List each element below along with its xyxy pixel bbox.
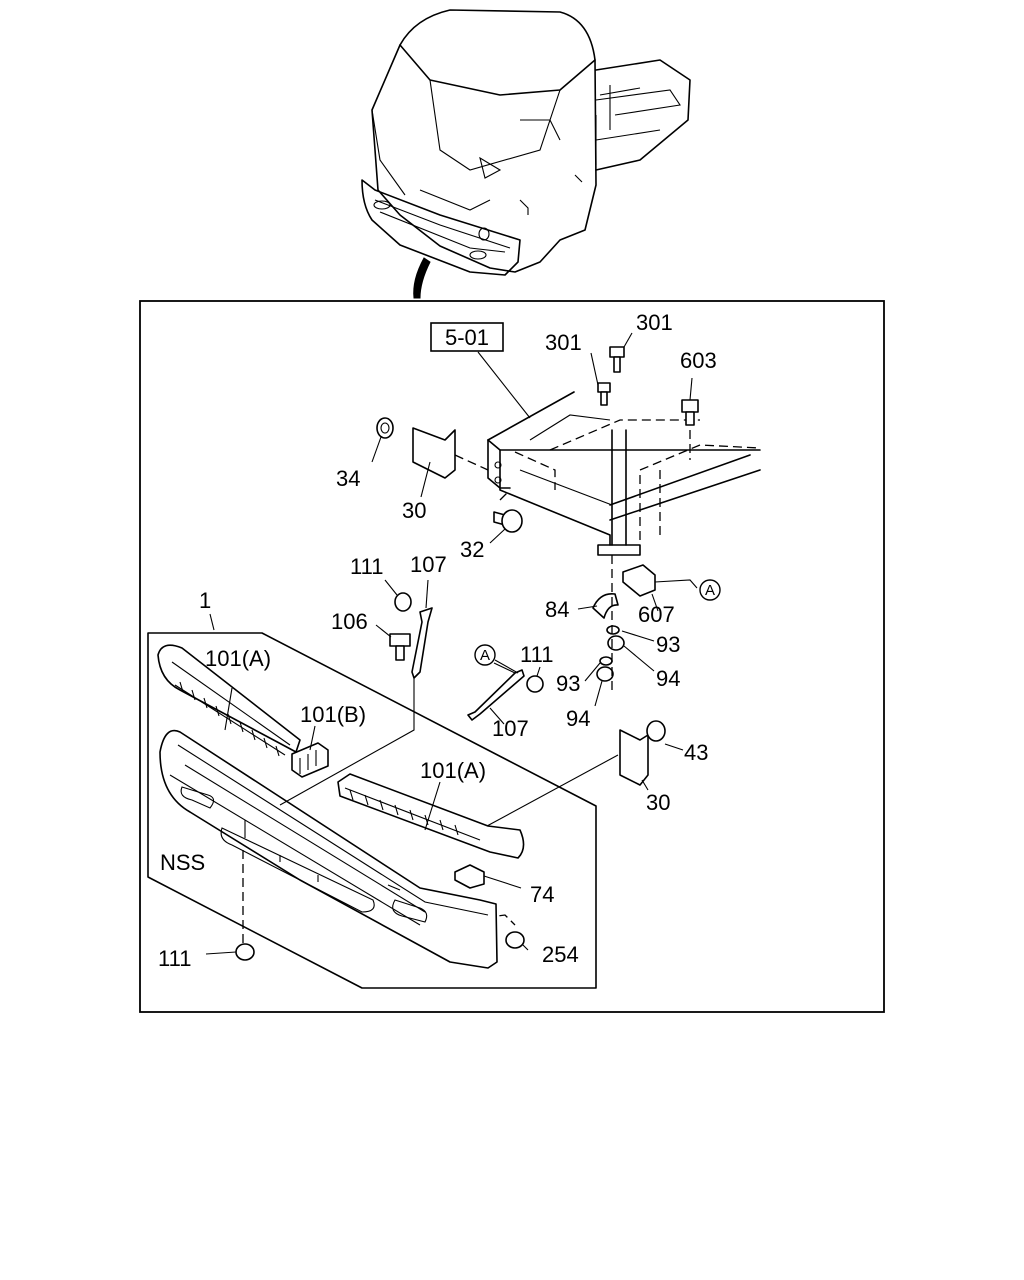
label-part-30-lower: 30 [646, 790, 670, 815]
label-part-34: 34 [336, 466, 360, 491]
part-101a-right-cover-shape [337, 773, 525, 859]
part-94-nut-upper-shape [607, 635, 625, 651]
part-94-nut-lower-shape [596, 666, 614, 682]
detail-frame [139, 300, 885, 1013]
part-603-bolt-shape [681, 399, 699, 426]
part-607-bracket-shape [622, 564, 656, 597]
label-part-30-upper: 30 [402, 498, 426, 523]
part-106-bolt-shape [389, 633, 411, 661]
label-part-32: 32 [460, 537, 484, 562]
label-part-111-upper: 111 [350, 554, 383, 579]
label-part-107-lower: 107 [492, 716, 529, 741]
label-part-107-upper: 107 [410, 552, 447, 577]
detail-pointer [413, 257, 431, 299]
part-107-lower-stay-shape [467, 669, 525, 721]
label-part-111-bottom: 111 [158, 946, 191, 971]
label-part-93-right: 93 [656, 632, 680, 657]
label-part-111-mid: 111 [520, 642, 553, 667]
part-111-bottom-shape [235, 943, 255, 961]
label-part-301-right: 301 [636, 310, 673, 335]
label-part-94-right: 94 [656, 666, 680, 691]
part-74-clip-shape [454, 864, 485, 889]
label-part-607: 607 [638, 602, 675, 627]
label-nss: NSS [160, 850, 205, 875]
part-30-lower-bracket-shape [619, 729, 649, 786]
label-part-43: 43 [684, 740, 708, 765]
callout-a-text-left: A [480, 647, 490, 664]
label-part-254: 254 [542, 942, 579, 967]
chassis-frame [430, 322, 761, 556]
label-part-101a-top: 101(A) [205, 646, 271, 671]
label-part-603: 603 [680, 348, 717, 373]
part-32-bolt-shape [493, 489, 523, 533]
part-1-main-bumper-shape [159, 729, 498, 969]
part-101a-left-cover-shape [157, 644, 301, 757]
part-254-nut-shape [505, 931, 525, 949]
part-93-washer-lower-shape [599, 656, 613, 666]
part-111-mid-shape [526, 675, 544, 693]
label-part-1: 1 [199, 588, 211, 613]
part-93-washer-upper-shape [606, 625, 620, 635]
label-part-106: 106 [331, 609, 368, 634]
label-part-101b: 101(B) [300, 702, 366, 727]
label-part-101a-right: 101(A) [420, 758, 486, 783]
part-101b-block-shape [291, 742, 329, 778]
part-111-upper-shape [394, 592, 412, 612]
label-part-93-left: 93 [556, 671, 580, 696]
part-107-upper-stay-shape [411, 607, 433, 679]
callout-a-text-right: A [705, 582, 715, 599]
label-part-301-left: 301 [545, 330, 582, 355]
label-part-94-left: 94 [566, 706, 590, 731]
part-301-bolt-right-shape [609, 346, 625, 373]
part-43-washer-shape [646, 720, 666, 742]
truck-cab-overview [361, 9, 691, 276]
callout-a-marker-left [474, 644, 496, 666]
label-part-74: 74 [530, 882, 554, 907]
section-ref-label: 5-01 [445, 325, 489, 350]
bumper-assembly-frame [147, 632, 597, 989]
part-301-bolt-left-shape [597, 382, 611, 406]
callout-a-marker-right [699, 579, 721, 601]
part-34-washer-shape [376, 417, 394, 439]
part-30-upper-bracket-shape [412, 427, 456, 479]
label-part-84: 84 [545, 597, 569, 622]
